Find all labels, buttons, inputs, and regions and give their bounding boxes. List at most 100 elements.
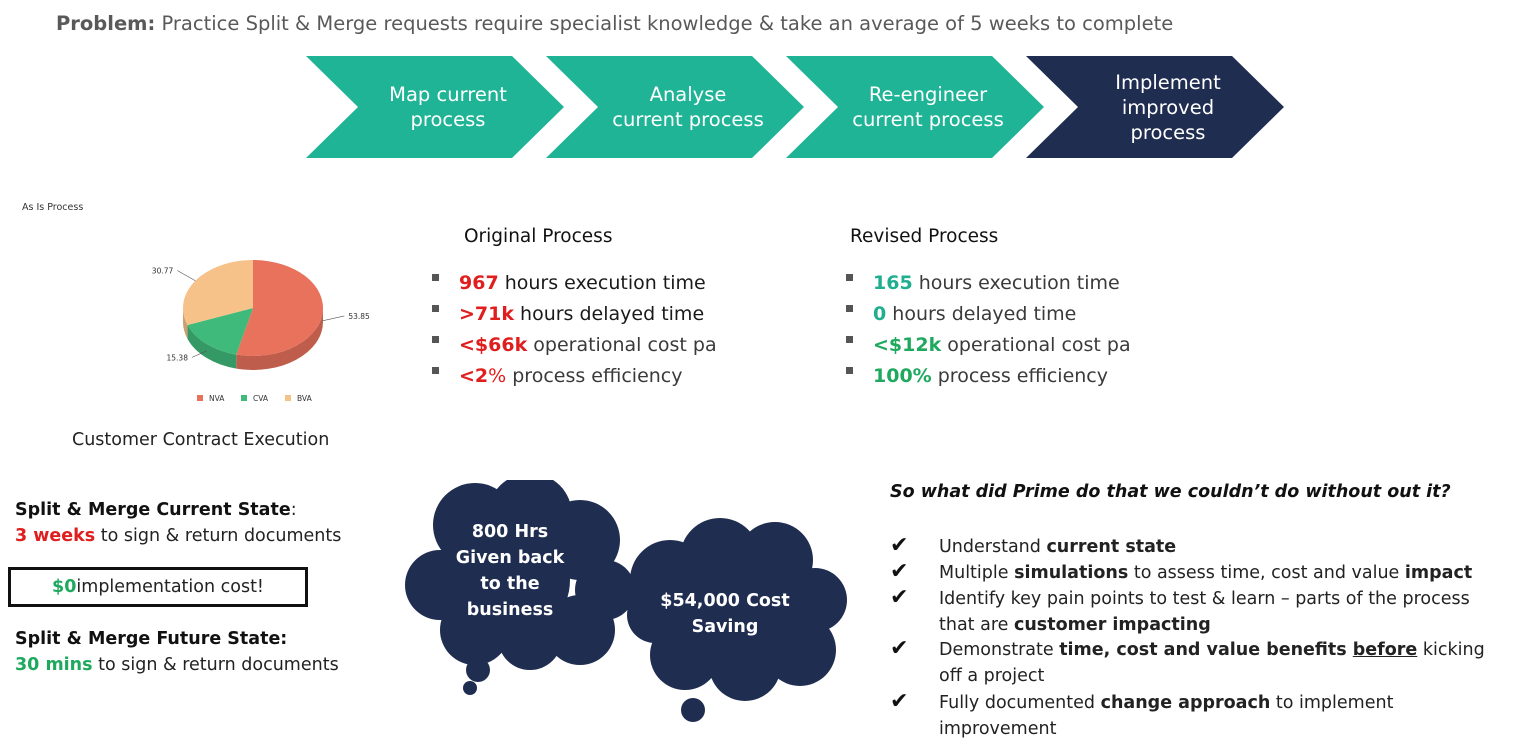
revised-process-list: 165 hours execution time 0 hours delayed… bbox=[846, 272, 1131, 396]
checklist-text: Demonstrate time, cost and value benefit… bbox=[939, 640, 1485, 686]
legend-swatch bbox=[285, 395, 291, 401]
pie-value-label: 15.38 bbox=[167, 353, 189, 362]
problem-text: Practice Split & Merge requests require … bbox=[155, 12, 1174, 35]
list-item: 0 hours delayed time bbox=[846, 303, 1131, 334]
pie-side-nva bbox=[236, 308, 323, 370]
step-label: Map current process bbox=[389, 83, 507, 131]
metric-value: 165 bbox=[873, 272, 913, 294]
pie-slices bbox=[183, 260, 323, 356]
current-state-line: 3 weeks to sign & return documents bbox=[15, 526, 341, 546]
list-item: 967 hours execution time bbox=[432, 272, 717, 303]
checklist-text: Multiple simulations to assess time, cos… bbox=[939, 563, 1473, 583]
checklist-text: Understand current state bbox=[939, 537, 1177, 557]
metric-value: 967 bbox=[459, 272, 499, 294]
step-map-current: Map current process bbox=[306, 56, 564, 158]
pie-side-bva bbox=[183, 308, 188, 340]
pie-leader-line bbox=[177, 270, 196, 281]
list-item: 165 hours execution time bbox=[846, 272, 1131, 303]
future-state-text: to sign & return documents bbox=[92, 655, 339, 675]
current-state-value: 3 weeks bbox=[15, 526, 96, 546]
chevron-shape bbox=[1026, 56, 1284, 158]
checkmark-icon: ✔ bbox=[890, 533, 909, 558]
checkmark-icon: ✔ bbox=[890, 559, 909, 584]
future-state-title: Split & Merge Future State: bbox=[15, 629, 288, 649]
pie-caption: Customer Contract Execution bbox=[72, 430, 330, 450]
legend-label: BVA bbox=[297, 394, 313, 403]
pie-chart: 53.85 15.38 30.77 NVA CVA BVA bbox=[152, 260, 370, 403]
step-reengineer: Re-engineer current process bbox=[786, 56, 1044, 158]
metric-text: hours delayed time bbox=[514, 303, 705, 325]
bullet-square-icon bbox=[846, 305, 853, 312]
metric-text: operational cost pa bbox=[527, 334, 717, 356]
cloud-saving-text: $54,000 Cost Saving bbox=[660, 591, 790, 637]
list-item: <2% process efficiency bbox=[432, 365, 717, 396]
pie-depth bbox=[183, 308, 323, 370]
step-implement: Implement improved process bbox=[1026, 56, 1284, 158]
list-item: 100% process efficiency bbox=[846, 365, 1131, 396]
pie-side-cva bbox=[187, 325, 237, 369]
chevron-shape bbox=[306, 56, 564, 158]
bullet-square-icon bbox=[846, 336, 853, 343]
prime-question: So what did Prime do that we couldn’t do… bbox=[890, 482, 1451, 502]
cloud-hours-icon bbox=[405, 480, 635, 695]
current-state-heading: Split & Merge Current State: bbox=[15, 500, 297, 520]
metric-value: >71k bbox=[459, 303, 514, 325]
legend-label: CVA bbox=[253, 394, 269, 403]
metric-value: <$12k bbox=[873, 334, 942, 356]
future-state-value: 30 mins bbox=[15, 655, 93, 675]
pie-leader-line bbox=[191, 350, 207, 358]
metric-text: hours execution time bbox=[498, 272, 706, 294]
pie-legend: NVA CVA BVA bbox=[197, 394, 313, 403]
revised-process-heading: Revised Process bbox=[850, 226, 999, 247]
metric-value: 100% bbox=[873, 365, 932, 387]
problem-label: Problem: bbox=[56, 12, 156, 35]
step-label: Re-engineer current process bbox=[852, 83, 1004, 131]
pie-slice-nva bbox=[236, 260, 323, 356]
current-state-title: Split & Merge Current State bbox=[15, 500, 291, 520]
pie-slice-cva bbox=[187, 308, 253, 355]
bullet-square-icon bbox=[432, 274, 439, 281]
metric-suffix: % bbox=[488, 365, 507, 387]
pie-leaders bbox=[177, 270, 345, 358]
pie-leader-line bbox=[322, 315, 345, 322]
list-item: <$66k operational cost pa bbox=[432, 334, 717, 365]
original-process-heading: Original Process bbox=[464, 226, 613, 247]
bullet-square-icon bbox=[432, 336, 439, 343]
metric-text: hours execution time bbox=[912, 272, 1120, 294]
chevron-shape bbox=[786, 56, 1044, 158]
legend-swatch bbox=[241, 395, 247, 401]
step-label: Analyse current process bbox=[612, 83, 764, 131]
step-label: Implement improved process bbox=[1115, 70, 1221, 144]
pie-value-label: 30.77 bbox=[152, 267, 174, 276]
metric-text: operational cost pa bbox=[941, 334, 1131, 356]
legend-swatch bbox=[197, 395, 203, 401]
bullet-square-icon bbox=[846, 274, 853, 281]
metric-text: hours delayed time bbox=[886, 303, 1077, 325]
implementation-cost-box: $0 implementation cost! bbox=[8, 567, 308, 607]
bullet-square-icon bbox=[432, 305, 439, 312]
metric-text: process efficiency bbox=[506, 365, 683, 387]
problem-statement: Problem: Practice Split & Merge requests… bbox=[56, 12, 1173, 35]
cloud-hours-text: 800 Hrs Given back to the business bbox=[455, 522, 565, 620]
metric-value: 0 bbox=[873, 303, 887, 325]
step-analyse: Analyse current process bbox=[546, 56, 804, 158]
future-state-heading: Split & Merge Future State: bbox=[15, 629, 287, 649]
cost-value: $0 bbox=[52, 577, 77, 597]
checkmark-icon: ✔ bbox=[890, 585, 909, 610]
metric-value: <2 bbox=[459, 365, 489, 387]
checkmark-icon: ✔ bbox=[890, 689, 909, 714]
thought-clouds bbox=[405, 480, 847, 722]
checklist-text: Identify key pain points to test & learn… bbox=[939, 589, 1470, 635]
bullet-square-icon bbox=[432, 367, 439, 374]
checkmark-icon: ✔ bbox=[890, 636, 909, 661]
legend-label: NVA bbox=[209, 394, 225, 403]
future-state-line: 30 mins to sign & return documents bbox=[15, 655, 339, 675]
pie-title: As Is Process bbox=[22, 202, 84, 213]
list-item: >71k hours delayed time bbox=[432, 303, 717, 334]
metric-text: process efficiency bbox=[931, 365, 1109, 387]
chevron-shape bbox=[546, 56, 804, 158]
pie-value-label: 53.85 bbox=[348, 312, 370, 321]
original-process-list: 967 hours execution time >71k hours dela… bbox=[432, 272, 717, 396]
current-state-text: to sign & return documents bbox=[95, 526, 342, 546]
list-item: <$12k operational cost pa bbox=[846, 334, 1131, 365]
